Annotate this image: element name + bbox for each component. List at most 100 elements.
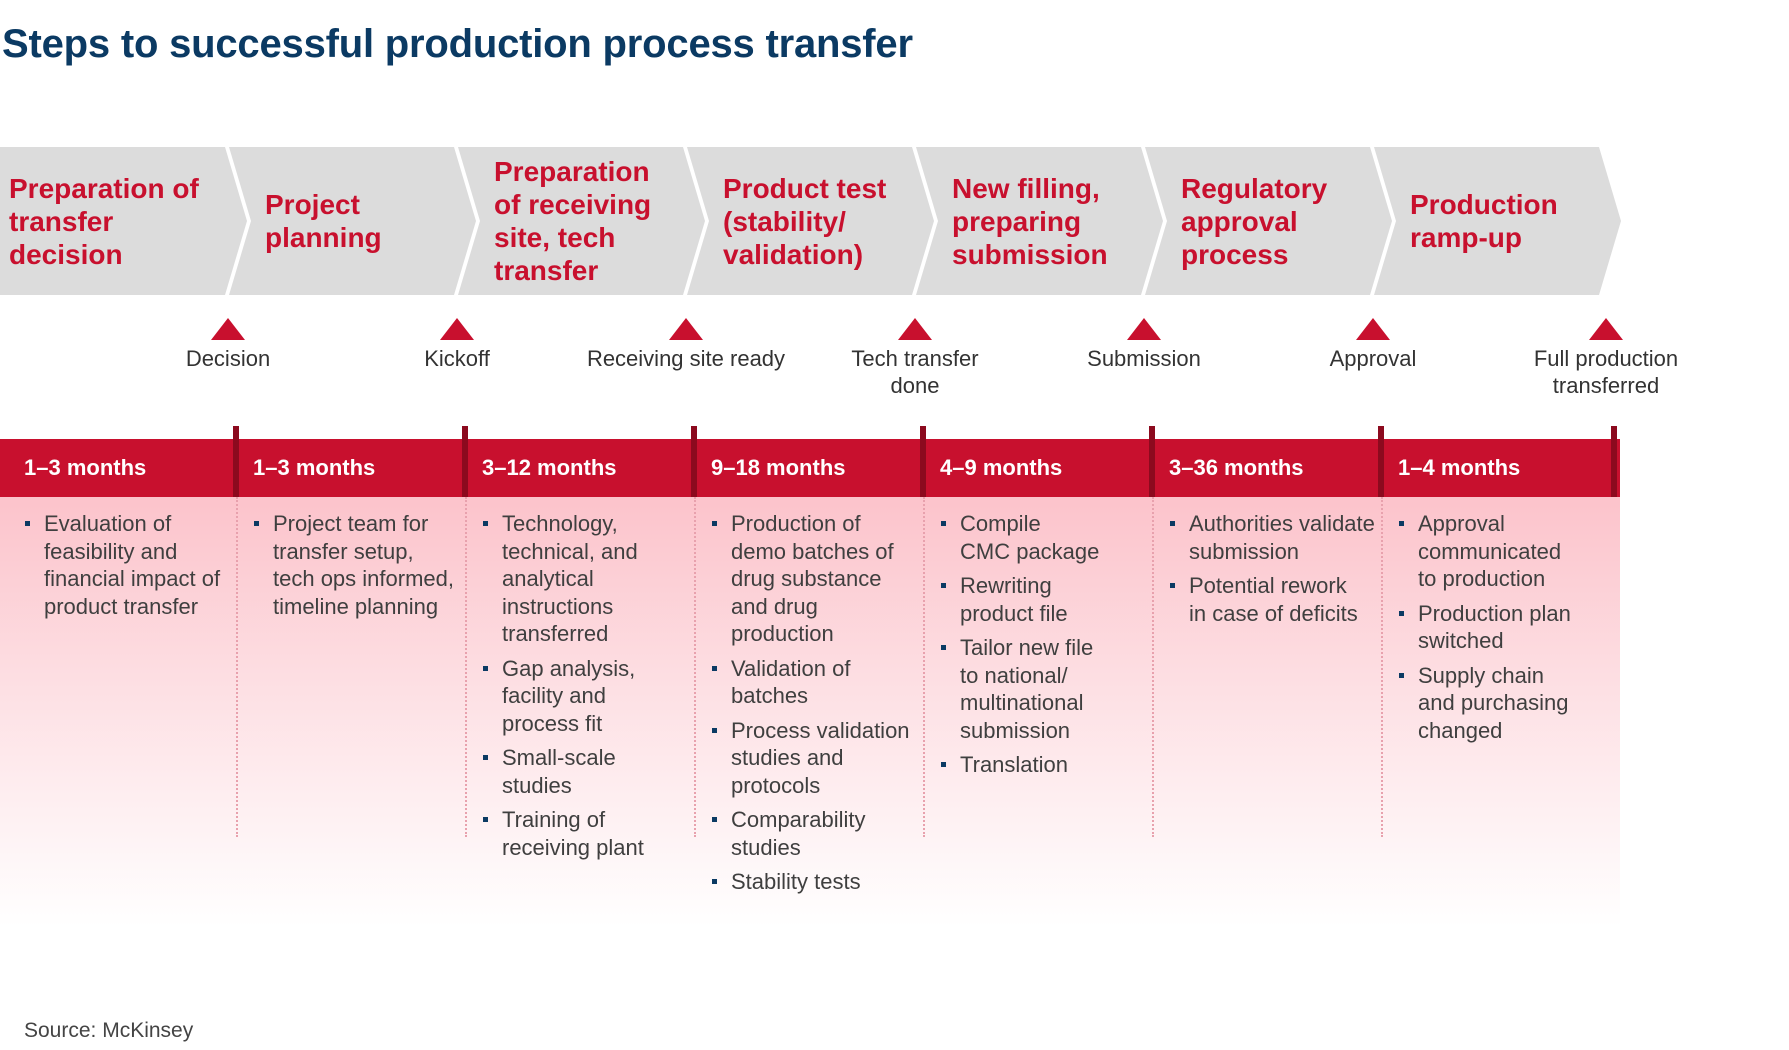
activity-line: to production [1418,566,1546,591]
activity-line: Stability tests [731,869,861,894]
timeline-tick [920,426,926,497]
milestone: Kickoff [337,318,577,372]
milestone-label-line: done [890,373,940,398]
activity-line: transferred [502,621,609,646]
activity-line: product file [960,600,1068,626]
phase-title-line: planning [265,222,382,253]
phase-title-line: Preparation [494,156,650,187]
phase-title-line: Regulatory [1181,172,1328,204]
milestone-marker-icon [440,318,474,340]
phase-title-line: site, tech [494,222,616,253]
activity-line: timeline planning [273,593,439,619]
phase-title-line: preparing [952,205,1082,237]
phase-chevron-shape [1374,147,1621,295]
phase-chevron-shape [1145,147,1392,295]
activity-line: Approval [1418,511,1505,536]
phase-title-line: submission [952,238,1108,270]
phase-title-line: transfer [9,205,114,237]
activity-line: batches [731,683,809,708]
activity-line: Compile [960,511,1041,536]
column-divider [694,497,696,837]
activity-line: financial impact of [44,566,221,591]
milestone-label: Approval [1253,345,1493,372]
milestone-marker-icon [1589,318,1623,340]
milestone: Decision [108,318,348,372]
activity-line: CMC package [960,538,1100,564]
activity-line: Validation of [731,655,851,681]
activity-line: studies [502,772,572,798]
activity-line: protocols [731,772,821,798]
activity-line: technical, and [502,538,638,564]
activity-line: multinational [960,690,1084,715]
activity-line: production [731,621,834,646]
activity-line: to national/ [960,662,1068,688]
phase-title-line: Preparation of [9,172,199,204]
phase-title-line: transfer [494,255,599,286]
timeline-tick [1378,426,1384,497]
activity-line: Process validation [731,717,910,743]
activity-line: and drug [731,593,818,619]
activity-line: and purchasing [1418,690,1569,715]
milestone-label-line: Approval [1329,346,1417,371]
timeline-tick [691,426,697,497]
activity-line: receiving plant [502,834,644,860]
activity-line: Production of [731,511,861,536]
activity-line: demo batches of [731,538,894,564]
activity-line: Tailor new file [960,635,1094,660]
activity-line: switched [1418,628,1504,653]
milestone-label: Kickoff [337,345,577,372]
phase-duration: 9–18 months [711,455,846,480]
phase-duration: 4–9 months [940,455,1063,480]
milestone: Approval [1253,318,1493,372]
activity-line: tech ops informed, [273,566,454,591]
milestone-label-line: Receiving site ready [586,346,786,371]
column-divider [236,497,238,837]
phase-chevron-shape [916,147,1163,295]
activity-line: instructions [502,593,614,619]
milestone-label-line: Submission [1087,346,1201,371]
timeline-tick [233,426,239,497]
milestone-label-line: Tech transfer [851,346,979,371]
activity-line: drug substance [731,566,882,591]
activity-line: facility and [502,683,606,708]
timeline-tick [1149,426,1155,497]
phase-duration: 1–3 months [24,455,147,480]
phase-title-line: New filling, [952,172,1100,204]
phase-chevron-shape [0,147,247,295]
milestone-marker-icon [1356,318,1390,340]
milestone-marker-icon [1127,318,1161,340]
activity-line: transfer setup, [273,538,414,564]
duration-bar [0,439,1620,497]
phase-title-line: of receiving [494,189,652,220]
milestone-marker-icon [669,318,703,340]
phase-title-line: approval [1181,205,1298,237]
milestone-label: Submission [1024,345,1264,372]
column-divider [1152,497,1154,837]
activity-line: Technology, [502,511,618,536]
activity-line: communicated [1418,538,1562,564]
